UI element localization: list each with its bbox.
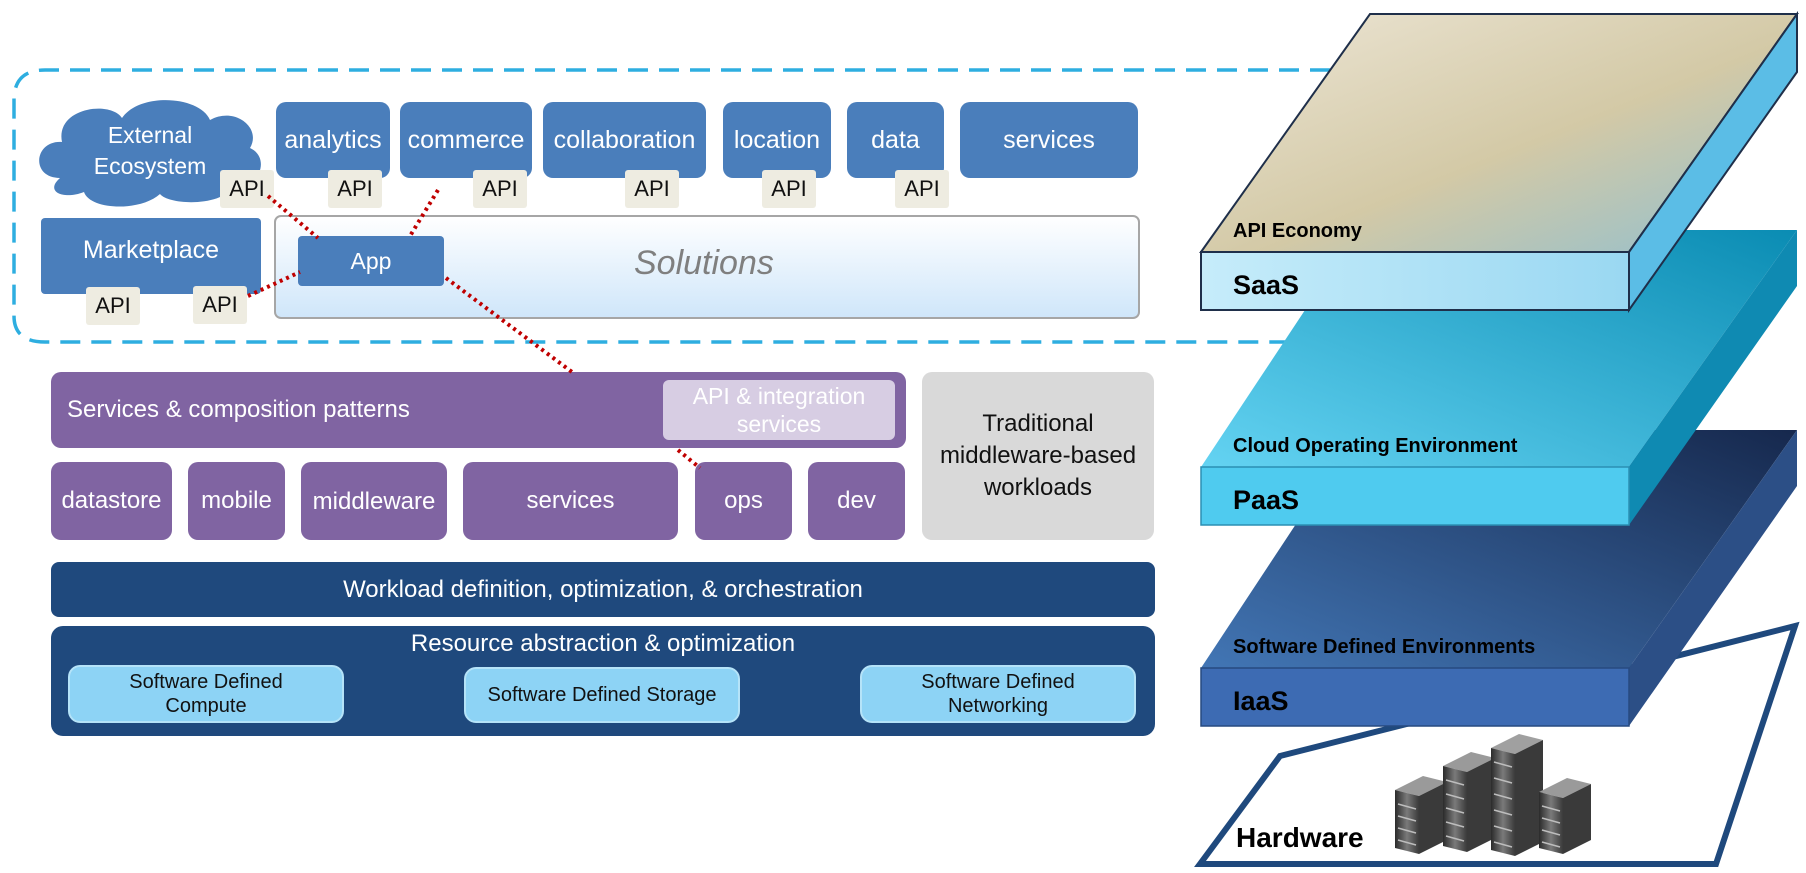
workload-bar-label: Workload definition, optimization, & orc… [343, 575, 863, 603]
app-tile[interactable]: App [298, 236, 444, 286]
hardware-label: Hardware [1236, 822, 1364, 853]
api-badge-cloud: API [220, 170, 274, 208]
tile-analytics[interactable]: analytics [276, 102, 390, 178]
tile-services-runtime[interactable]: services [463, 462, 678, 540]
sd-networking-line-2: Networking [947, 695, 1049, 717]
iaas-top-label: Software Defined Environments [1233, 636, 1536, 658]
traditional-line-3: workloads [983, 474, 1093, 501]
saas-front-face [1200, 251, 1630, 311]
saas-front-label: SaaS [1233, 270, 1300, 300]
paas-top-label: Cloud Operating Environment [1233, 435, 1518, 457]
api-integration-box[interactable]: API & integration services [663, 380, 895, 440]
server-racks-icon [1395, 734, 1591, 856]
api-badge-analytics: API [328, 170, 382, 208]
cloud-line-2: Ecosystem [93, 153, 207, 179]
ecosystem-dashed-frame [12, 68, 1330, 344]
tile-dev[interactable]: dev [808, 462, 905, 540]
traditional-middleware-box: Traditional middleware-based workloads [922, 372, 1154, 540]
sd-compute-line-2: Compute [165, 695, 247, 717]
api-integration-line-1: API & integration [692, 383, 866, 409]
api-badge-collaboration: API [625, 170, 679, 208]
sd-compute-box[interactable]: Software Defined Compute [68, 665, 344, 723]
saas-top-label: API Economy [1233, 220, 1362, 242]
paas-side-face [1629, 230, 1797, 525]
iaas-front-label: IaaS [1233, 686, 1289, 716]
sd-storage-box[interactable]: Software Defined Storage [464, 667, 740, 723]
api-badge-location: API [762, 170, 816, 208]
solutions-label: Solutions [634, 244, 774, 282]
paas-front-face [1200, 466, 1630, 526]
cloud-line-1: External [107, 122, 193, 148]
sd-networking-box[interactable]: Software Defined Networking [860, 665, 1136, 723]
tile-services[interactable]: services [960, 102, 1138, 178]
marketplace-tile[interactable]: Marketplace [41, 218, 261, 294]
api-badge-data: API [895, 170, 949, 208]
sd-networking-line-1: Software Defined [921, 671, 1075, 693]
traditional-line-1: Traditional [982, 410, 1094, 437]
tile-datastore[interactable]: datastore [51, 462, 172, 540]
services-composition-label: Services & composition patterns [67, 396, 410, 423]
tile-middleware[interactable]: middleware [301, 462, 447, 540]
cloud-shape [39, 100, 261, 207]
iaas-front-face [1200, 667, 1630, 727]
saas-top-face [1199, 13, 1799, 253]
tile-collaboration[interactable]: collaboration [543, 102, 706, 178]
paas-front-label: PaaS [1233, 485, 1300, 515]
iaas-side-face [1629, 430, 1797, 726]
sd-compute-line-1: Software Defined [129, 671, 283, 693]
workload-bar: Workload definition, optimization, & orc… [51, 562, 1155, 617]
api-badge-marketplace-left: API [86, 287, 140, 325]
external-ecosystem-cloud: External Ecosystem [70, 120, 230, 186]
api-integration-line-2: services [736, 411, 822, 437]
traditional-line-2: middleware-based [939, 442, 1137, 469]
api-badge-marketplace-right: API [193, 286, 247, 324]
tile-location[interactable]: location [723, 102, 831, 178]
resource-bar-title: Resource abstraction & optimization [410, 630, 796, 657]
api-badge-commerce: API [473, 170, 527, 208]
tile-commerce[interactable]: commerce [400, 102, 532, 178]
tile-data[interactable]: data [847, 102, 944, 178]
tile-ops[interactable]: ops [695, 462, 792, 540]
tile-mobile[interactable]: mobile [188, 462, 285, 540]
